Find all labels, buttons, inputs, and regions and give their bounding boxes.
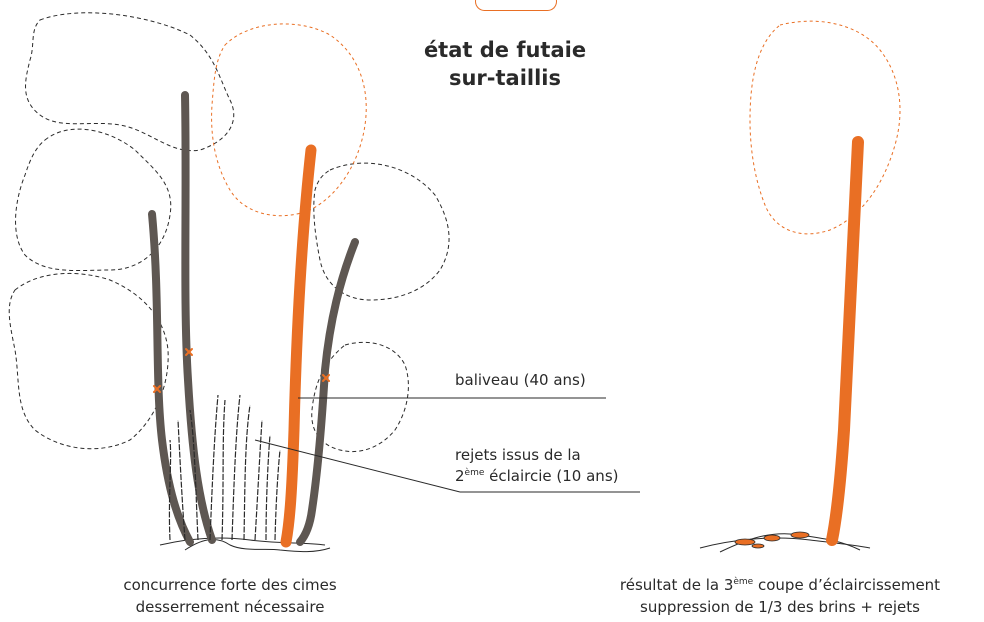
caption-left: concurrence forte des cimes desserrement… bbox=[95, 574, 365, 618]
crown-dashed bbox=[8, 273, 169, 450]
caption-right: résultat de la 3ème coupe d’éclaircissem… bbox=[590, 574, 970, 618]
stump bbox=[734, 538, 756, 546]
sprout bbox=[274, 449, 281, 541]
caption-right-line2: suppression de 1/3 des brins + rejets bbox=[640, 598, 920, 616]
sprout bbox=[231, 394, 241, 541]
label-baliveau-text: baliveau (40 ans) bbox=[455, 371, 586, 389]
sprout bbox=[221, 399, 226, 541]
leader-line-rejets bbox=[254, 439, 461, 493]
sprout bbox=[209, 394, 219, 541]
sprout bbox=[265, 434, 271, 541]
caption-right-prefix: résultat de la 3 bbox=[619, 576, 734, 594]
trunk-baliveau-left bbox=[280, 144, 317, 548]
ground-left-mound bbox=[184, 539, 331, 553]
trunk-dark bbox=[296, 238, 359, 546]
caption-right-line1: résultat de la 3ème coupe d’éclaircissem… bbox=[590, 574, 970, 596]
stump bbox=[751, 543, 765, 549]
label-baliveau: baliveau (40 ans) bbox=[455, 370, 586, 391]
stump bbox=[763, 534, 781, 542]
cut-mark-icon bbox=[153, 385, 161, 393]
label-rejets: rejets issus de la 2ème éclaircie (10 an… bbox=[455, 445, 618, 487]
cut-mark-icon bbox=[322, 374, 330, 382]
label-rejets-rest: éclaircie (10 ans) bbox=[484, 467, 619, 485]
sprout bbox=[168, 439, 172, 541]
trunk-dark bbox=[181, 91, 216, 544]
label-rejets-sup: ème bbox=[464, 468, 485, 478]
caption-right-sup: ème bbox=[733, 577, 754, 587]
sprout bbox=[243, 404, 251, 541]
ground-right bbox=[699, 537, 871, 549]
label-rejets-line2: 2ème éclaircie (10 ans) bbox=[455, 466, 618, 487]
page-title: état de futaie sur-taillis bbox=[400, 36, 610, 92]
label-rejets-line1: rejets issus de la bbox=[455, 446, 581, 464]
caption-left-line1: concurrence forte des cimes bbox=[123, 576, 337, 594]
crown-dashed bbox=[15, 128, 172, 272]
crown-dashed bbox=[25, 12, 235, 152]
title-line2: sur-taillis bbox=[448, 66, 562, 90]
stump bbox=[790, 531, 810, 539]
label-rejets-prefix: 2 bbox=[455, 467, 465, 485]
trunk-baliveau-right bbox=[826, 136, 864, 546]
title-line1: état de futaie bbox=[423, 38, 587, 62]
sprout bbox=[254, 419, 263, 541]
crown-dashed bbox=[311, 341, 409, 453]
crown-orange-right bbox=[749, 20, 901, 235]
cut-mark-icon bbox=[185, 348, 193, 356]
trunk-dark bbox=[148, 210, 194, 546]
caption-right-rest: coupe d’éclaircissement bbox=[753, 576, 941, 594]
crown-orange-left bbox=[211, 23, 367, 217]
crown-dashed bbox=[313, 162, 450, 301]
sprout bbox=[189, 409, 199, 541]
sprout bbox=[177, 419, 186, 541]
caption-left-line2: desserrement nécessaire bbox=[135, 598, 325, 616]
